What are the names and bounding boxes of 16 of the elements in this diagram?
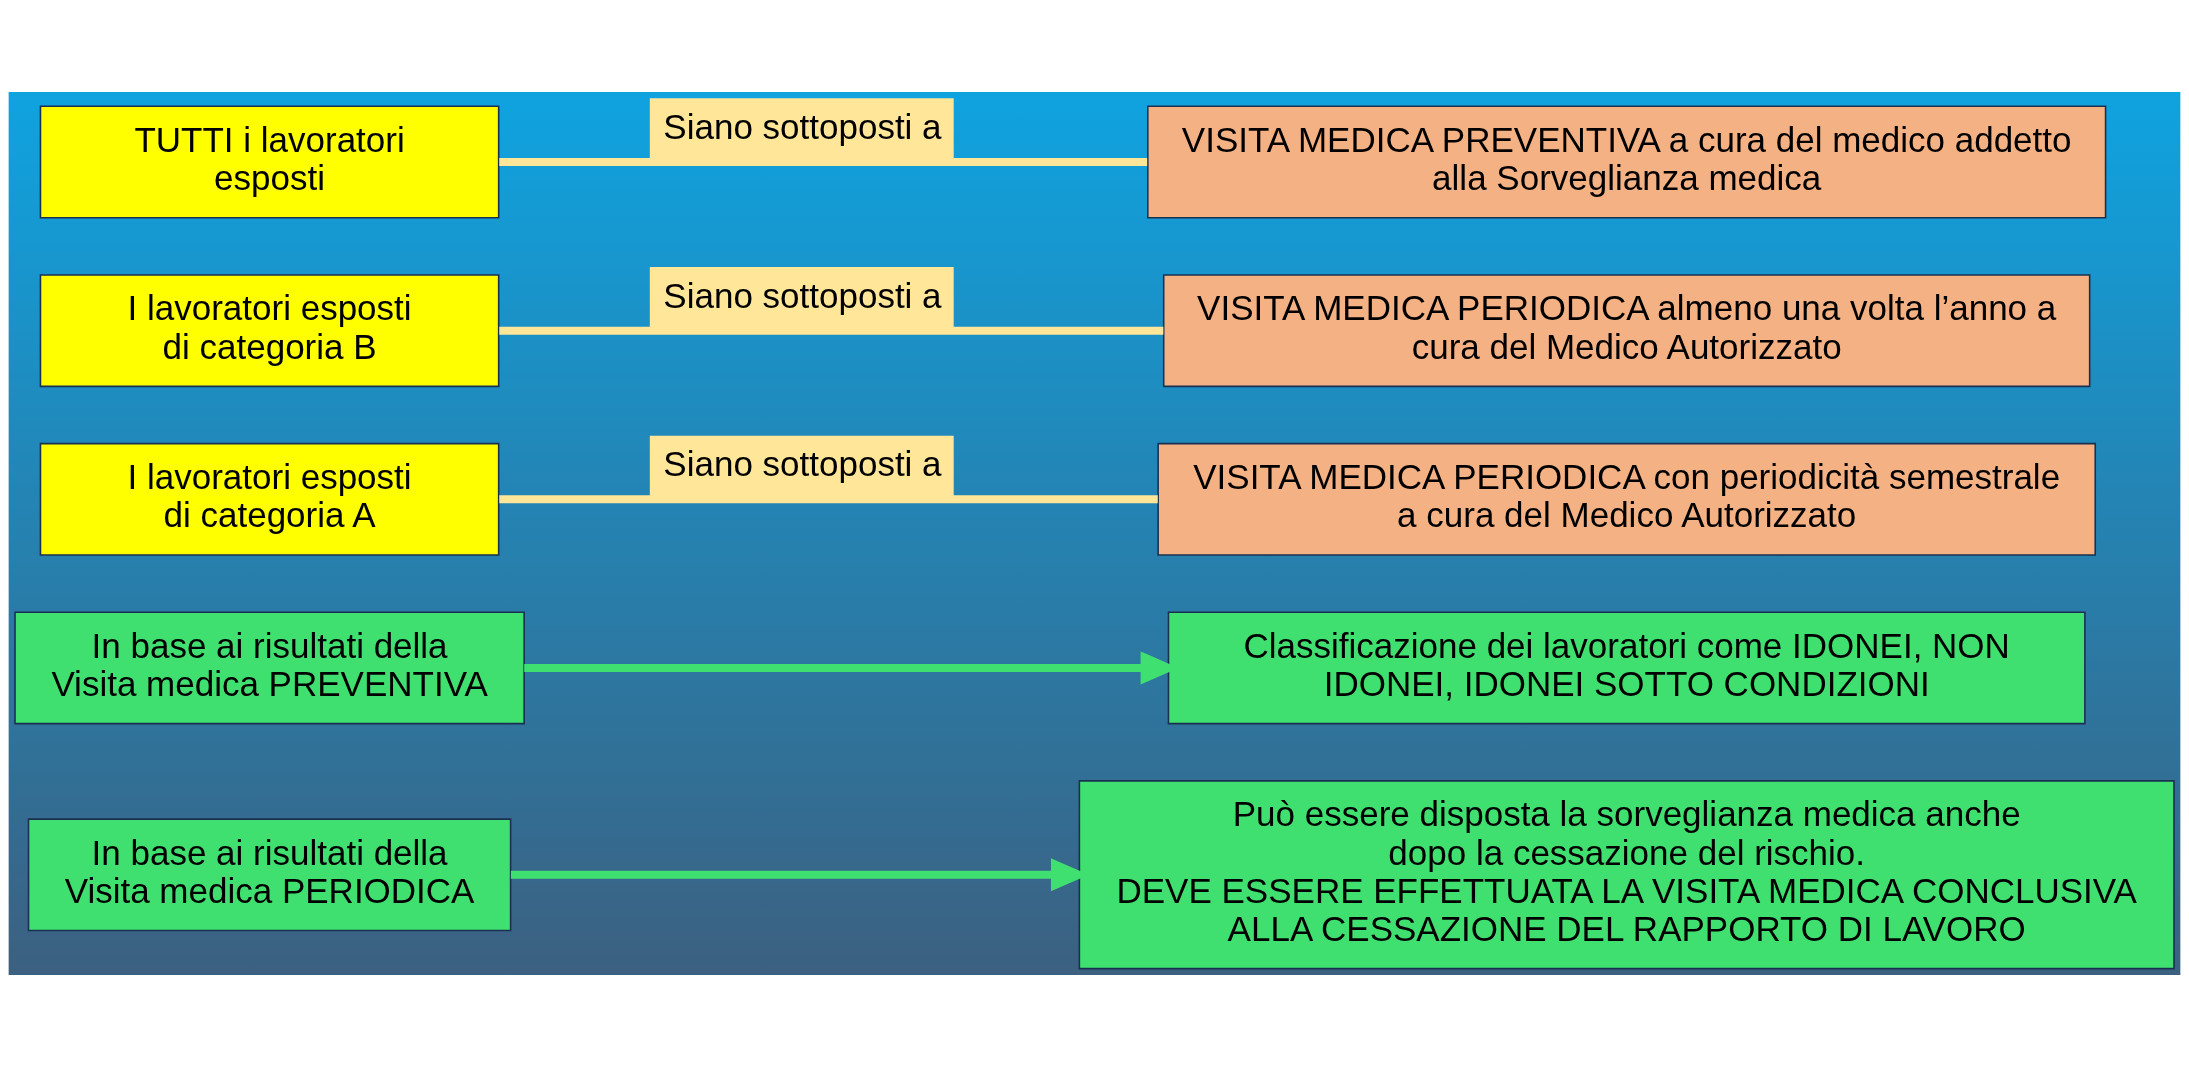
node-box: VISITA MEDICA PERIODICA almeno una volta l’anno a cura del Medico Autorizzato [1162, 274, 2091, 388]
connector [499, 326, 1164, 335]
node-box: VISITA MEDICA PREVENTIVA a cura del medico addetto alla Sorveglianza medica [1147, 105, 2107, 219]
node-box: In base ai risultati della Visita medica PERIODICA [27, 818, 512, 932]
edge-label: Siano sottoposti a [663, 444, 942, 484]
connector [499, 158, 1148, 166]
node-box: I lavoratori esposti di categoria B [39, 274, 500, 388]
edge-label: Siano sottoposti a [663, 275, 942, 315]
node-box: I lavoratori esposti di categoria A [39, 442, 500, 556]
edge-label: Siano sottoposti a [663, 107, 942, 147]
node-box: Può essere disposta la sorveglianza medica anche dopo la cessazione del rischio. DEVE ESSERE EFFETTUATA LA VISITA MEDICA CONCLUSIVA ALLA CESSAZIONE DEL RAPPORTO DI LAVORO [1078, 780, 2175, 970]
node-box: Classificazione dei lavoratori come IDONEI, NON IDONEI, IDONEI SOTTO CONDIZIONI [1167, 611, 2086, 725]
node-box: TUTTI i lavoratori esposti [39, 105, 500, 219]
node-box: In base ai risultati della Visita medica PREVENTIVA [14, 611, 525, 725]
node-box: VISITA MEDICA PERIODICA con periodicità semestrale a cura del Medico Autorizzato [1157, 442, 2097, 556]
connector [499, 495, 1158, 504]
